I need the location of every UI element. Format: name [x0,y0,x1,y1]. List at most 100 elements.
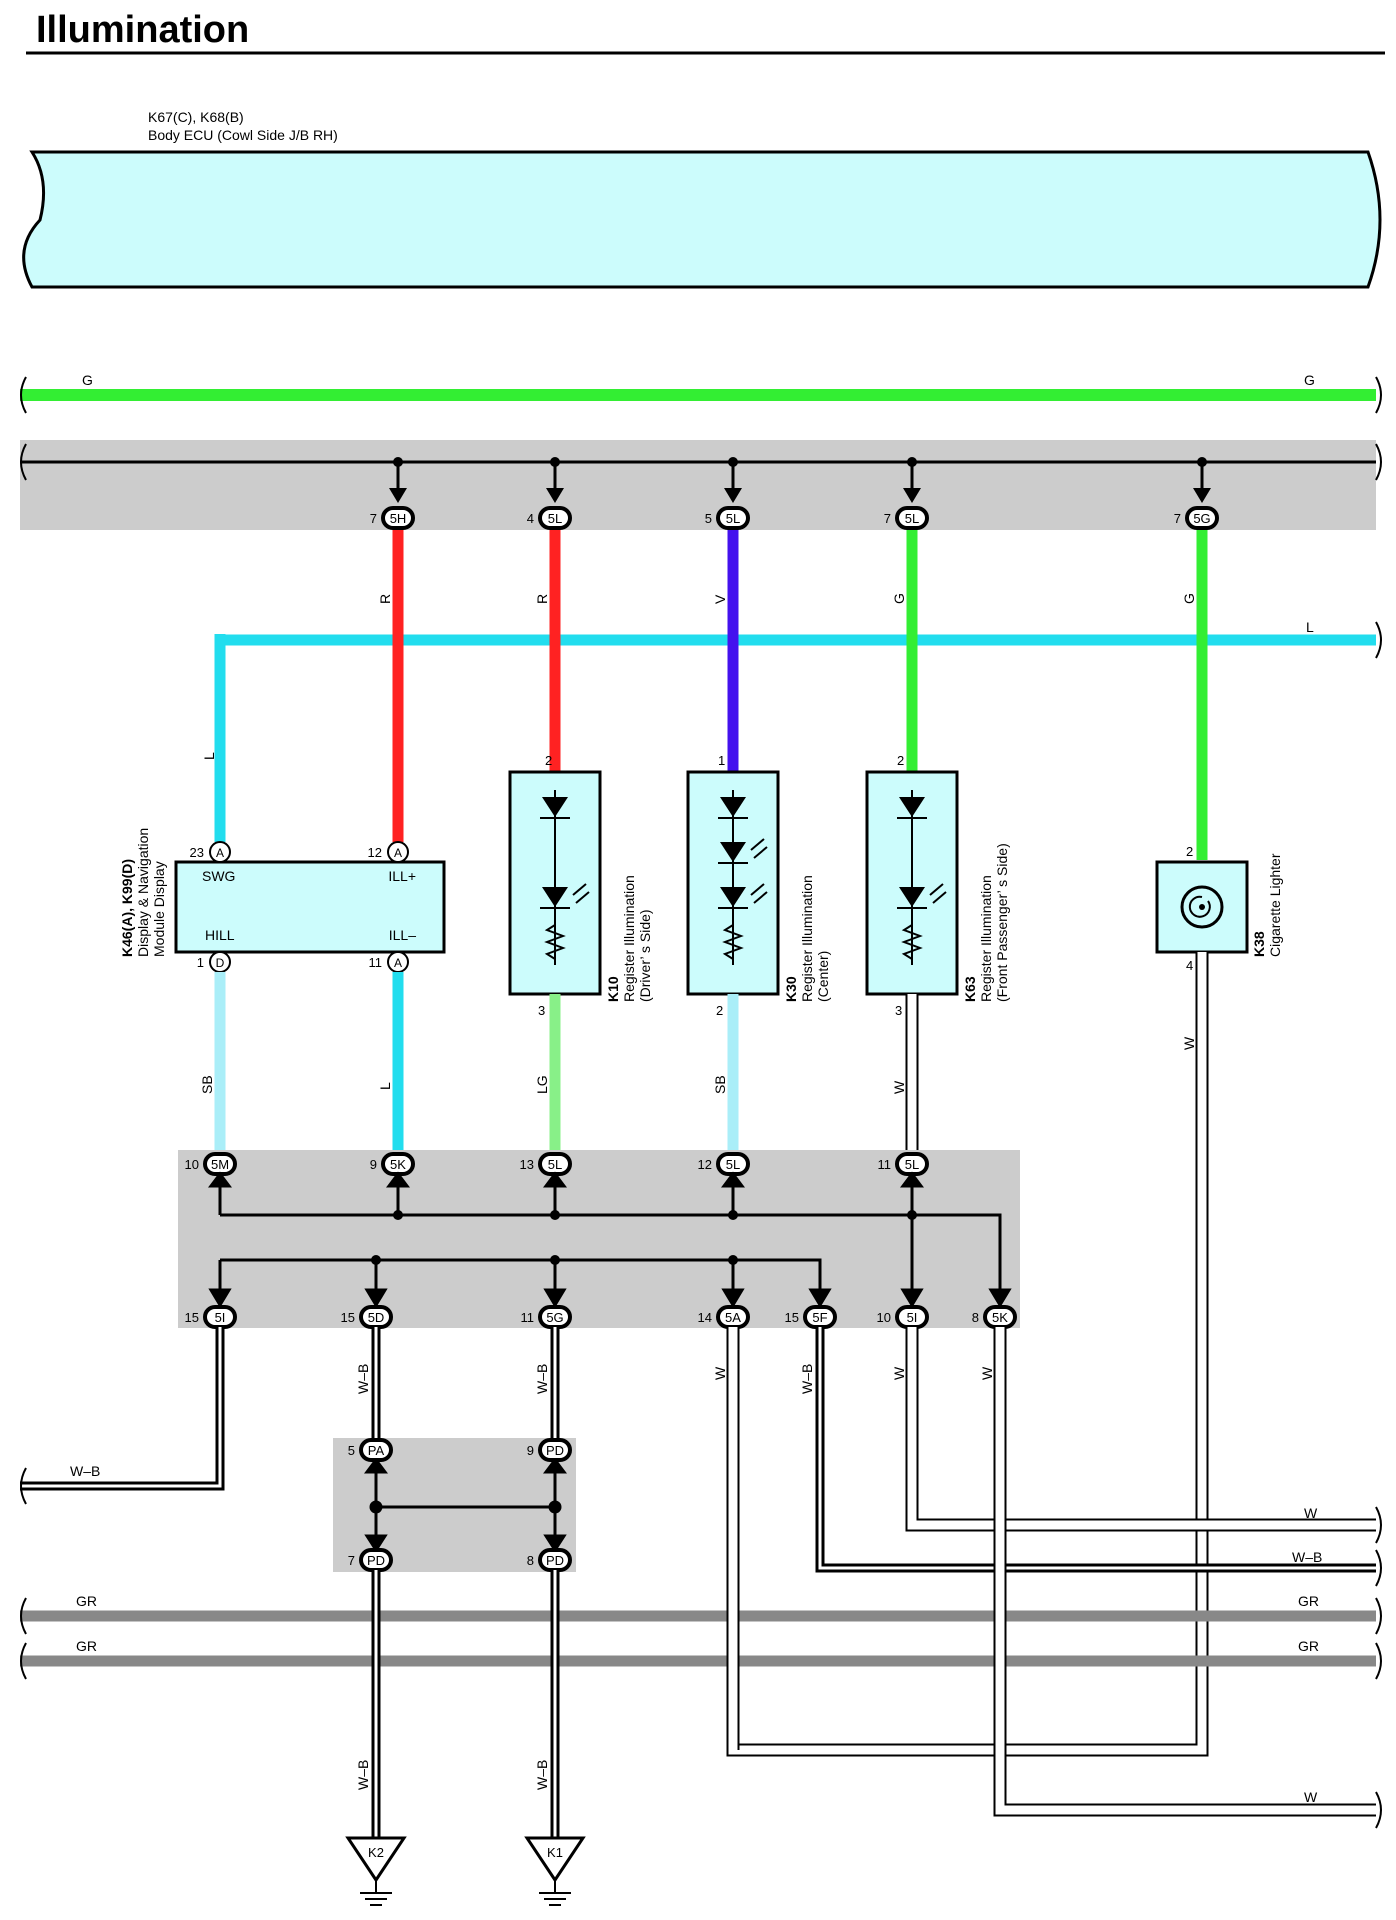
ground-label-k2: K2 [368,1845,384,1860]
mid-junction-nodes [371,1210,917,1265]
svg-text:9: 9 [370,1157,377,1172]
svg-text:13: 13 [520,1157,534,1172]
wire-label-l-swg: L [201,752,217,760]
svg-text:10: 10 [877,1310,891,1325]
ground-icon-k1: K1 [524,1836,586,1906]
wire-label-g-k63: G [891,593,907,604]
svg-text:12: 12 [698,1157,712,1172]
wire-break-gr-2-right [1375,1642,1382,1680]
jb-connector-2: PD 9 [527,1438,572,1462]
svg-text:5L: 5L [726,511,740,526]
wire-label-lg: LG [534,1075,550,1094]
wire-label-w-k63: W [891,1080,907,1094]
svg-text:SWG: SWG [202,868,235,884]
display-pin-ill-minus: A 11 [369,951,409,973]
junction-block-mid [178,1150,1020,1328]
wire-break-l-right [1375,621,1382,659]
svg-text:HILL: HILL [205,927,235,943]
svg-text:K10: K10 [605,976,621,1002]
wire-break-gr-1-right [1375,1597,1382,1635]
wire-label-g-right: G [1304,372,1315,388]
svg-text:PA: PA [368,1443,385,1458]
svg-text:PD: PD [546,1553,564,1568]
jb-connector-3: PD 7 [348,1548,393,1572]
low-connector-3: 5G 11 [521,1305,572,1329]
svg-text:15: 15 [785,1310,799,1325]
wire-label-w-right-2: W [1304,1789,1318,1805]
svg-text:1: 1 [197,955,204,970]
svg-text:5I: 5I [215,1310,226,1325]
svg-text:PD: PD [367,1553,385,1568]
wire-label-l-2: L [377,1082,393,1090]
wire-label-g-left: G [82,372,93,388]
svg-text:23: 23 [190,845,204,860]
svg-text:5: 5 [705,511,712,526]
display-pin-swg: A 23 [190,841,231,863]
svg-text:5L: 5L [905,511,919,526]
svg-text:9: 9 [527,1443,534,1458]
svg-text:14: 14 [698,1310,712,1325]
svg-text:8: 8 [972,1310,979,1325]
wire-w-k38 [726,952,1209,1757]
svg-text:15: 15 [185,1310,199,1325]
wire-break-bus-right [1375,443,1382,481]
svg-text:11: 11 [878,1157,892,1172]
body-ecu-box [22,150,1382,289]
top-connector-2: 5L 4 [527,506,572,530]
wire-label-v: V [712,594,728,604]
wire-label-sb-1: SB [199,1075,215,1094]
wire-label-g-k38: G [1181,593,1197,604]
low-connector-1: 5I 15 [185,1305,237,1329]
wire-break-gr-1-left [20,1597,27,1635]
svg-text:5H: 5H [390,511,407,526]
svg-text:ILL+: ILL+ [388,868,416,884]
wire-label-gr-1-right: GR [1298,1593,1319,1609]
svg-text:5G: 5G [546,1310,563,1325]
wire-label-gr-2-right: GR [1298,1638,1319,1654]
wire-label-wb-5d: W–B [355,1364,371,1394]
wire-label-w-5i: W [891,1366,907,1380]
svg-text:5L: 5L [905,1157,919,1172]
wire-break-g-left [20,376,27,414]
wire-label-wb-5f: W–B [799,1364,815,1394]
svg-text:5: 5 [348,1443,355,1458]
svg-text:15: 15 [341,1310,355,1325]
wire-label-wb-left: W–B [70,1463,100,1479]
svg-text:2: 2 [716,1003,723,1018]
wire-label-w-k38: W [1181,1036,1197,1050]
wire-label-wb-k2: W–B [355,1760,371,1790]
svg-text:Register Illumination: Register Illumination [799,875,815,1002]
wire-label-r-2: R [534,594,550,604]
low-connector-4: 5A 14 [698,1305,750,1329]
k30-register-illumination: 1 2 K30 Register Illumination (Center) [686,753,831,1018]
top-connector-1: 5H 7 [370,506,415,530]
svg-text:(Center): (Center) [815,951,831,1002]
svg-text:(Front Passenger’ s Side): (Front Passenger’ s Side) [994,843,1010,1002]
lower-junction-wiring [364,1457,567,1553]
wire-break-bus-left [20,443,27,481]
junction-block-top [20,440,1376,530]
wire-label-wb-k1: W–B [534,1760,550,1790]
wire-wb-left [20,1327,225,1505]
svg-text:(Driver’ s Side): (Driver’ s Side) [637,909,653,1002]
wire-label-gr-2-left: GR [76,1638,97,1654]
svg-text:5D: 5D [368,1310,385,1325]
svg-text:Register Illumination: Register Illumination [978,875,994,1002]
svg-text:7: 7 [884,511,891,526]
display-navigation-module: SWG ILL+ HILL ILL– K46(A), K99(D) Displa… [119,828,446,957]
top-connector-4: 5L 7 [884,506,929,530]
svg-text:5L: 5L [726,1157,740,1172]
svg-text:5F: 5F [812,1310,827,1325]
svg-text:5A: 5A [725,1310,741,1325]
svg-text:5K: 5K [390,1157,406,1172]
wire-label-r-1: R [377,594,393,604]
svg-text:Display & Navigation: Display & Navigation [135,828,151,957]
mid-connector-5: 5L 11 [878,1152,929,1176]
page-title: Illumination [36,9,249,51]
top-connector-3: 5L 5 [705,506,750,530]
svg-text:4: 4 [1186,958,1193,973]
k10-register-illumination: 2 3 K10 Register Illumination (Driver’ s… [508,753,653,1018]
svg-text:K63: K63 [962,976,978,1002]
svg-text:11: 11 [369,955,383,970]
